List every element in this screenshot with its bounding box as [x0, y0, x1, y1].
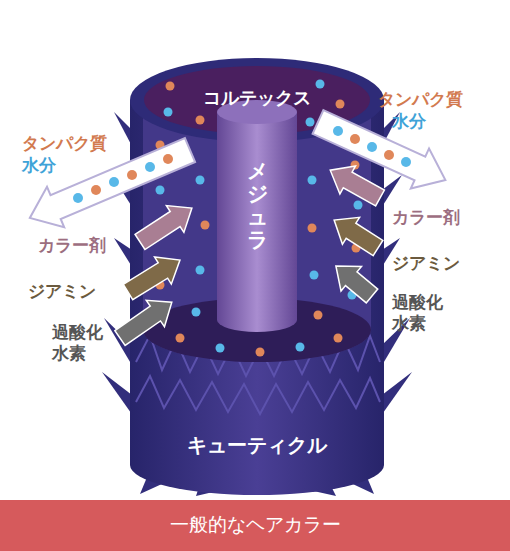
substance-label: タンパク質 — [22, 132, 107, 155]
part-name: コルテックス — [203, 86, 311, 110]
part-name: メジュラ — [247, 160, 268, 252]
substance-label: 水分 — [392, 110, 426, 133]
agent-label: 過酸化 水素 — [52, 322, 105, 365]
substance-label: 水分 — [22, 154, 56, 177]
agent-label: カラー剤 — [392, 206, 460, 229]
caption: 一般的なヘアカラー — [170, 512, 341, 538]
agent-label: カラー剤 — [38, 234, 106, 257]
part-name: キューティクル — [187, 432, 327, 459]
agent-label: 過酸化 水素 — [392, 292, 445, 335]
agent-label: ジアミン — [392, 252, 460, 275]
agent-label: ジアミン — [28, 280, 96, 303]
substance-label: タンパク質 — [378, 88, 463, 111]
